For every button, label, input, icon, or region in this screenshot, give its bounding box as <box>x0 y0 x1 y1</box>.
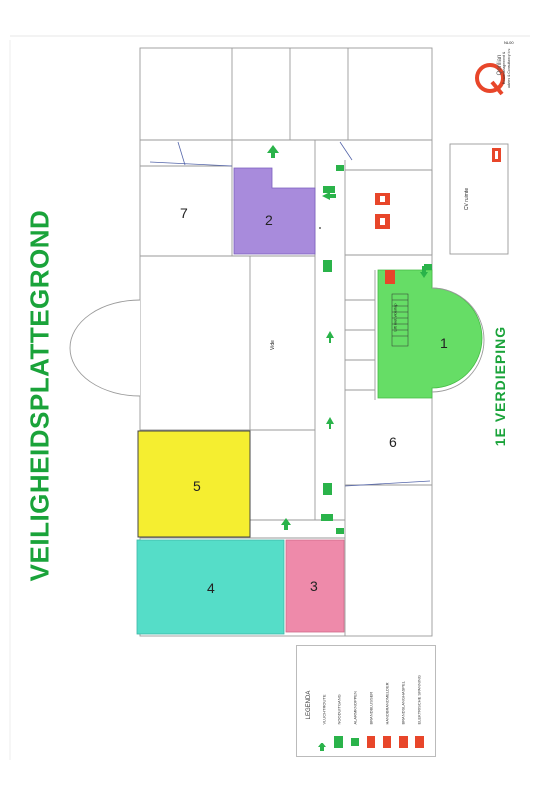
legend-item-alarm: ALARMKNOPPEN <box>352 691 358 725</box>
hall-label: Vide <box>270 340 276 350</box>
zone-4-area <box>136 539 285 635</box>
corner-mark: NL00 <box>504 40 514 45</box>
fire-hose-reel-icon <box>399 736 408 748</box>
legend-item-emergency-exit: NOODUITGANG <box>336 694 342 725</box>
lift-label: Lift met vloerlap <box>392 303 398 332</box>
zone-5-area <box>137 430 251 538</box>
logo-q-icon <box>475 63 505 96</box>
zone-1-label: 1 <box>440 335 448 351</box>
emergency-exit-icon <box>334 736 343 748</box>
zone-6-label: 6 <box>389 434 397 450</box>
fire-extinguisher-icon <box>367 736 375 748</box>
legend-item-call-point: HANDBRANDMELDER <box>384 682 390 725</box>
zone-5-label: 5 <box>193 478 201 494</box>
legend-title: LEGENDA <box>306 690 312 720</box>
zone-7-label: 7 <box>180 205 188 221</box>
cv-room-label: CV ruimte <box>464 187 470 211</box>
legend: LEGENDA VLUCHTROUTE NOODUITGANG ALARMKNO… <box>296 645 436 757</box>
escape-arrow-icon <box>317 738 327 752</box>
manual-call-point-icon <box>383 736 391 748</box>
logo-tagline-2: advies & Consultancy b.v. <box>507 48 511 89</box>
logo-tagline-1: Bouwmanagement & <box>502 51 506 85</box>
alarm-button-icon <box>351 738 359 746</box>
legend-item-voltage: ELEKTRISCHE SPANNING <box>416 675 422 725</box>
zone-4-label: 4 <box>207 580 215 596</box>
zone-3-area <box>285 539 345 633</box>
legend-item-extinguisher: BRANDBLUSSER <box>368 691 374 725</box>
legend-item-hose-reel: BRANDSLANGHASPEL <box>400 681 406 725</box>
company-logo: Qorilian Bouwmanagement & advies & Consu… <box>466 40 526 120</box>
electric-voltage-icon <box>415 736 424 748</box>
zone-3-label: 3 <box>310 578 318 594</box>
zone-2-area <box>233 167 316 255</box>
legend-item-escape-route: VLUCHTROUTE <box>321 694 327 725</box>
zone-2-label: 2 <box>265 212 273 228</box>
